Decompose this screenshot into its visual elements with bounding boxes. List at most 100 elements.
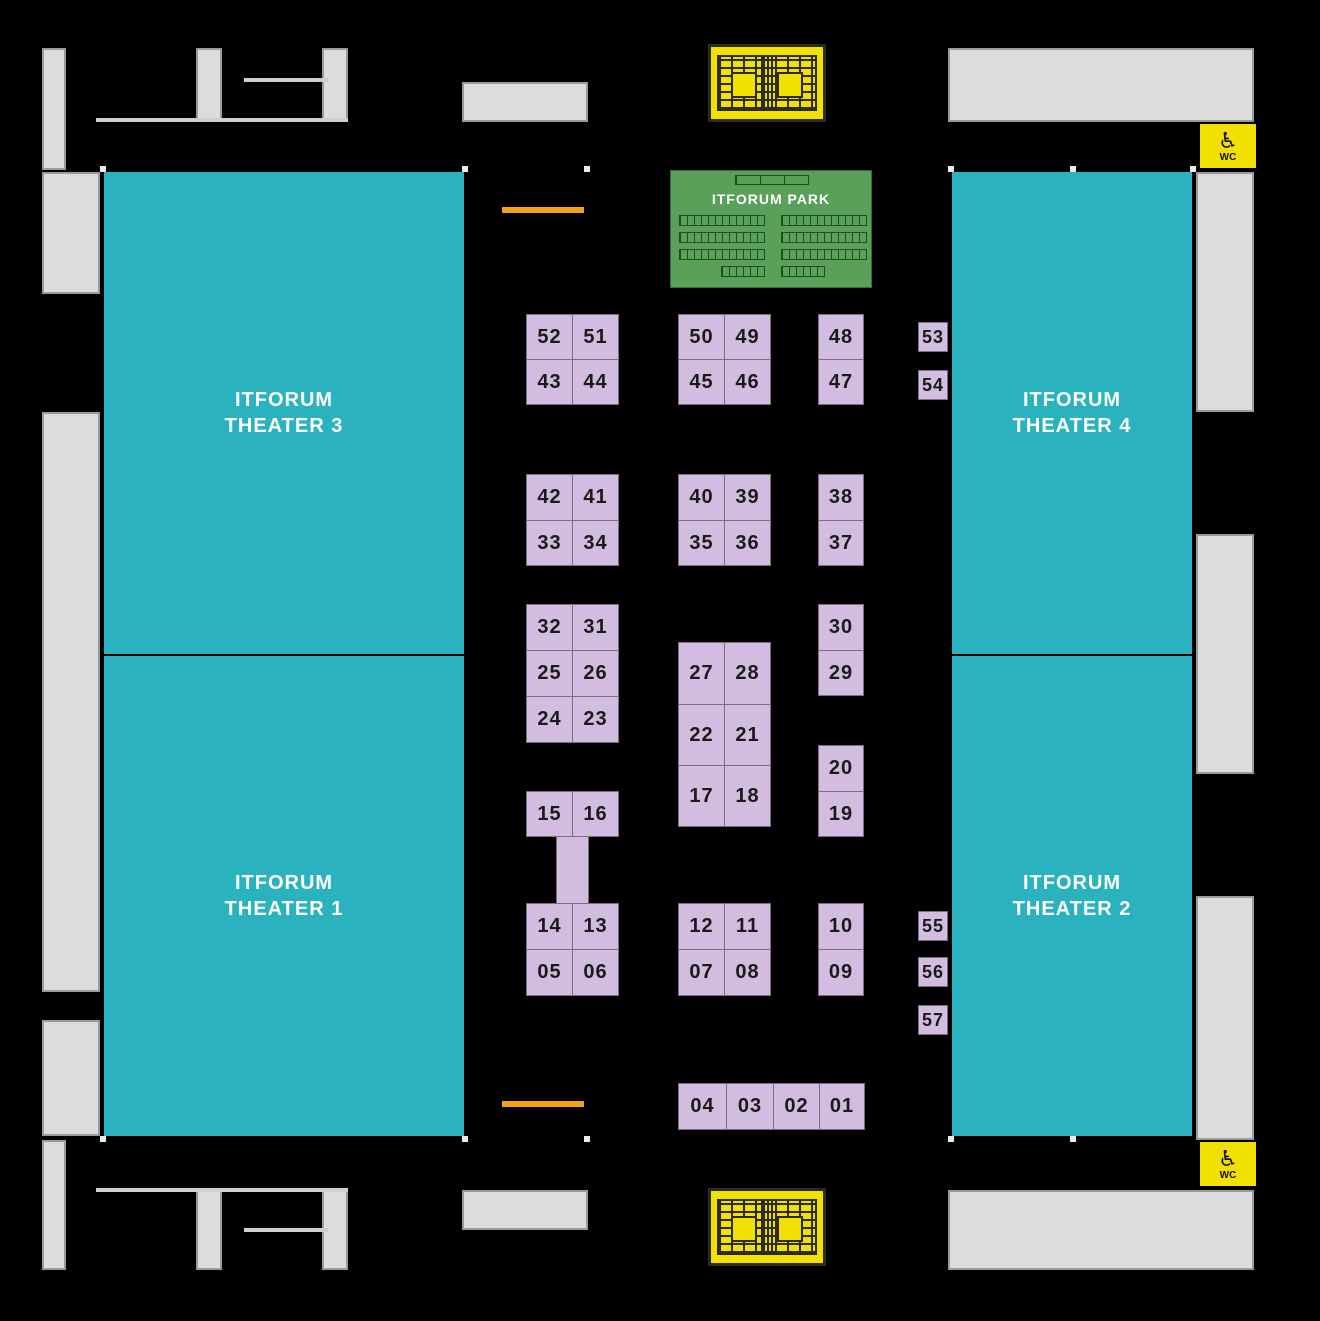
booth-16[interactable]: 16 [572, 791, 619, 837]
park-seat-row [679, 215, 765, 226]
booth-18[interactable]: 18 [724, 765, 771, 827]
booth-12[interactable]: 12 [678, 903, 725, 950]
booth-17[interactable]: 17 [678, 765, 725, 827]
wc-top: ♿ WC [1200, 124, 1256, 168]
booth-39[interactable]: 39 [724, 474, 771, 521]
booth-37[interactable]: 37 [818, 520, 864, 566]
booth-09[interactable]: 09 [818, 949, 864, 996]
wall-top-center-block [462, 82, 588, 122]
booth-53[interactable]: 53 [918, 322, 948, 352]
booth-02[interactable]: 02 [773, 1083, 820, 1130]
booth-22[interactable]: 22 [678, 704, 725, 766]
theater-2[interactable]: ITFORUM THEATER 2 [952, 656, 1192, 1136]
column-dot [1070, 166, 1076, 172]
wall-top-left-room [196, 48, 222, 122]
booth-24[interactable]: 24 [526, 696, 573, 743]
booth-49[interactable]: 49 [724, 314, 771, 360]
column-dot [462, 166, 468, 172]
booth-44[interactable]: 44 [572, 359, 619, 405]
booth-33[interactable]: 33 [526, 520, 573, 566]
booth-03[interactable]: 03 [726, 1083, 774, 1130]
theater-1[interactable]: ITFORUM THEATER 1 [104, 656, 464, 1136]
park-stage [735, 175, 809, 185]
booth-10[interactable]: 10 [818, 903, 864, 950]
booth-52[interactable]: 52 [526, 314, 573, 360]
booth-48[interactable]: 48 [818, 314, 864, 360]
booth-43[interactable]: 43 [526, 359, 573, 405]
booth-28[interactable]: 28 [724, 642, 771, 705]
wc-label: WC [1219, 1169, 1237, 1181]
booth-01[interactable]: 01 [819, 1083, 865, 1130]
booth-21[interactable]: 21 [724, 704, 771, 766]
booth-20[interactable]: 20 [818, 745, 864, 792]
park-seat-row [781, 232, 867, 243]
column-dot [1070, 1136, 1076, 1142]
booth-23[interactable]: 23 [572, 696, 619, 743]
theater-4-label-line2: THEATER 4 [1012, 415, 1132, 437]
booth-46[interactable]: 46 [724, 359, 771, 405]
entrance-marker-bottom [502, 1101, 584, 1107]
booth-13[interactable]: 13 [572, 903, 619, 950]
booth-29[interactable]: 29 [818, 650, 864, 696]
theater-1-label-line1: ITFORUM [234, 872, 334, 894]
itforum-park[interactable]: ITFORUM PARK [670, 170, 872, 288]
wall-right-middle [1196, 534, 1254, 774]
booth-06[interactable]: 06 [572, 949, 619, 996]
wall-bottom-left-inner [244, 1228, 328, 1232]
theater-2-label-line1: ITFORUM [1022, 872, 1122, 894]
booth-08[interactable]: 08 [724, 949, 771, 996]
wall-top-right-block [948, 48, 1254, 122]
column-dot [100, 166, 106, 172]
wheelchair-icon: ♿ [1218, 127, 1238, 153]
wall-right-lower [1196, 896, 1254, 1140]
wall-top-left-room-2 [322, 48, 348, 122]
booth-34[interactable]: 34 [572, 520, 619, 566]
booth-35[interactable]: 35 [678, 520, 725, 566]
theater-3[interactable]: ITFORUM THEATER 3 [104, 172, 464, 654]
booth-51[interactable]: 51 [572, 314, 619, 360]
booth-05[interactable]: 05 [526, 949, 573, 996]
booth-38[interactable]: 38 [818, 474, 864, 521]
wall-bottom-left-line [96, 1188, 348, 1192]
booth-25[interactable]: 25 [526, 650, 573, 697]
booth-30[interactable]: 30 [818, 604, 864, 651]
booth-15[interactable]: 15 [526, 791, 573, 837]
wall-bottom-right-block [948, 1190, 1254, 1270]
wheelchair-icon: ♿ [1218, 1145, 1238, 1171]
park-seat-row [721, 266, 765, 277]
booth-26[interactable]: 26 [572, 650, 619, 697]
wall-left-lower [42, 1020, 100, 1136]
booth-04[interactable]: 04 [678, 1083, 727, 1130]
booth-connector [556, 836, 589, 904]
booth-07[interactable]: 07 [678, 949, 725, 996]
booth-36[interactable]: 36 [724, 520, 771, 566]
column-dot [948, 1136, 954, 1142]
theater-4[interactable]: ITFORUM THEATER 4 [952, 172, 1192, 654]
booth-27[interactable]: 27 [678, 642, 725, 705]
booth-50[interactable]: 50 [678, 314, 725, 360]
booth-40[interactable]: 40 [678, 474, 725, 521]
theater-3-label-line2: THEATER 3 [224, 415, 344, 437]
theater-2-label-line2: THEATER 2 [1012, 898, 1132, 920]
column-dot [584, 166, 590, 172]
column-dot [462, 1136, 468, 1142]
park-seat-row [679, 232, 765, 243]
booth-56[interactable]: 56 [918, 957, 948, 987]
park-label: ITFORUM PARK [711, 191, 831, 207]
booth-54[interactable]: 54 [918, 370, 948, 400]
column-dot [584, 1136, 590, 1142]
booth-11[interactable]: 11 [724, 903, 771, 950]
booth-32[interactable]: 32 [526, 604, 573, 651]
booth-57[interactable]: 57 [918, 1005, 948, 1035]
booth-41[interactable]: 41 [572, 474, 619, 521]
park-seat-row [781, 215, 867, 226]
booth-31[interactable]: 31 [572, 604, 619, 651]
booth-14[interactable]: 14 [526, 903, 573, 950]
wall-left-middle [42, 412, 100, 992]
booth-42[interactable]: 42 [526, 474, 573, 521]
booth-55[interactable]: 55 [918, 911, 948, 941]
column-dot [1190, 166, 1196, 172]
booth-45[interactable]: 45 [678, 359, 725, 405]
booth-19[interactable]: 19 [818, 791, 864, 837]
booth-47[interactable]: 47 [818, 359, 864, 405]
